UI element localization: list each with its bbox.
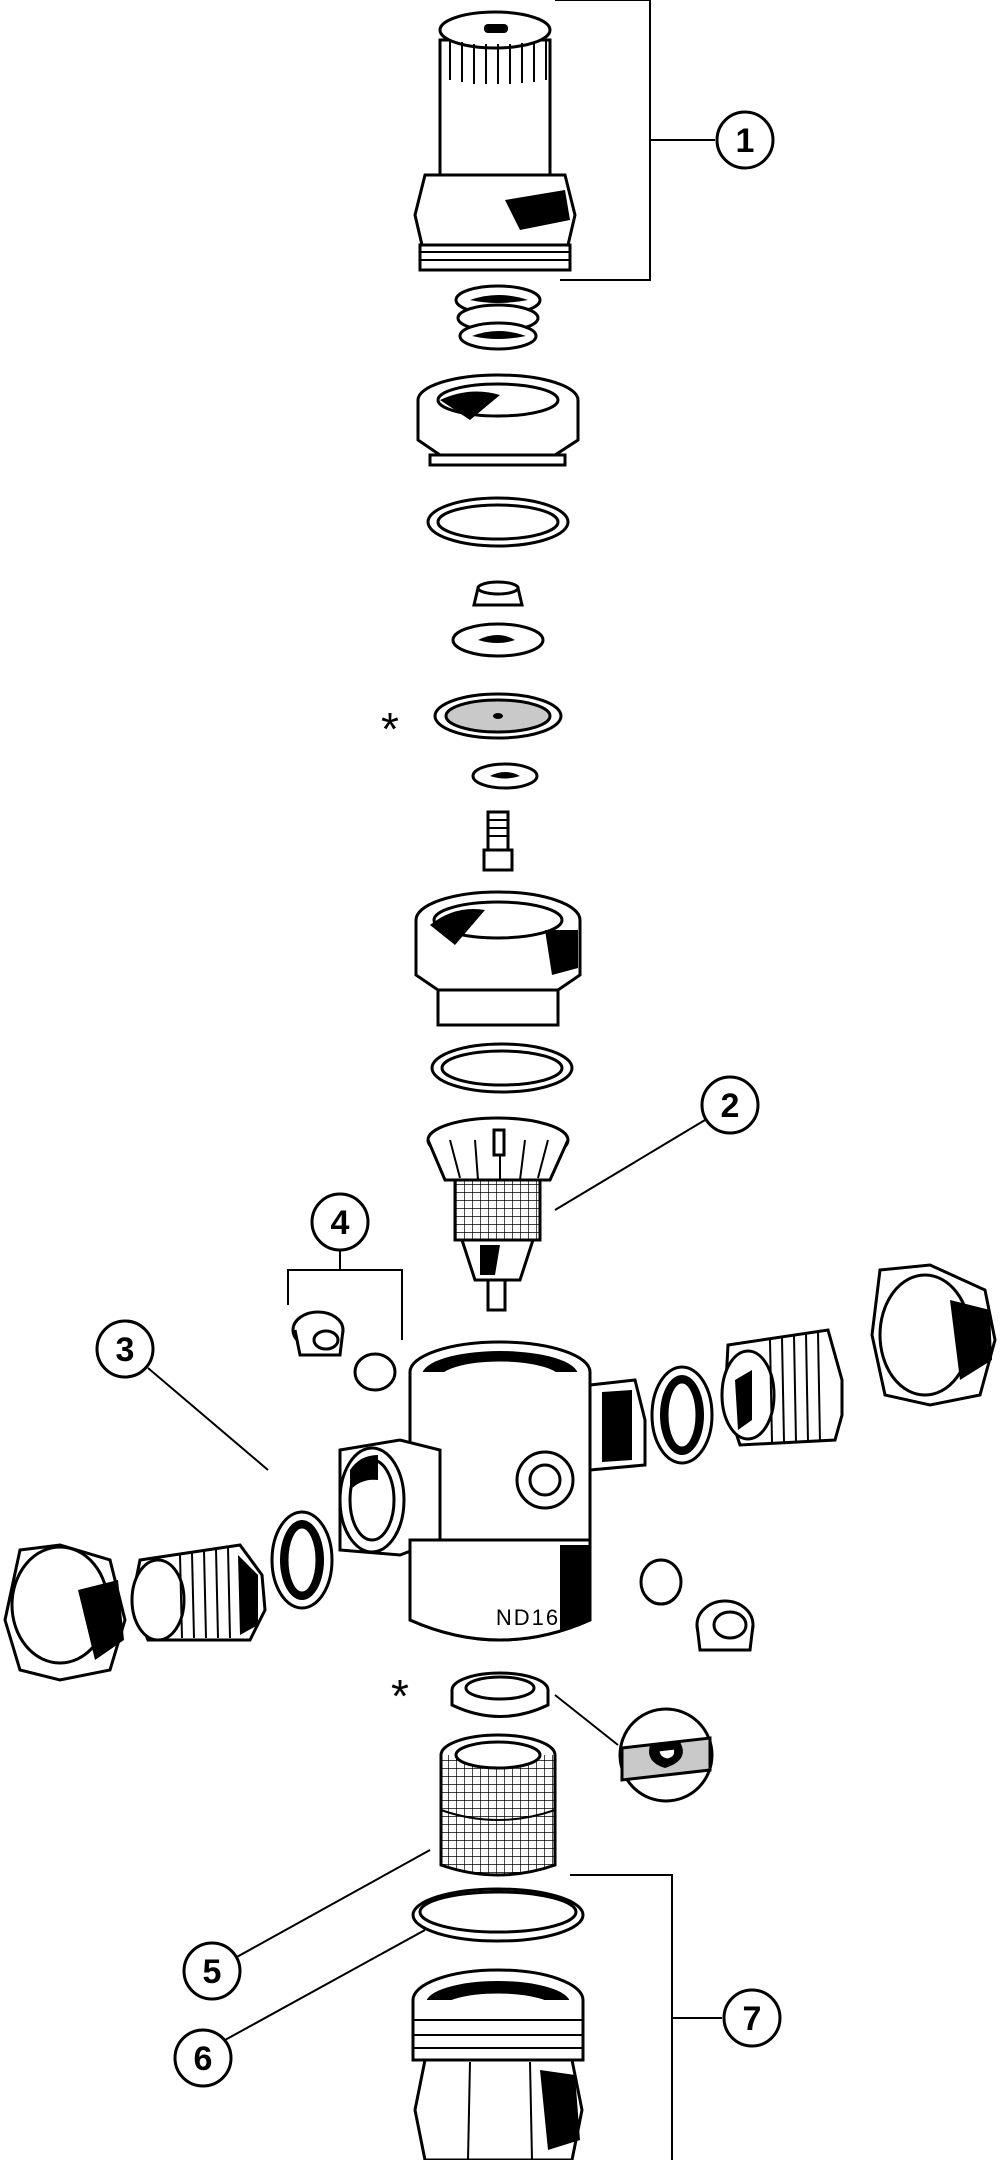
bracket-4 bbox=[287, 1250, 403, 1340]
svg-text:5: 5 bbox=[203, 1953, 222, 1991]
leader-5 bbox=[234, 1849, 431, 1959]
bottom-oring bbox=[411, 1887, 585, 1943]
svg-text:*: * bbox=[381, 703, 399, 755]
valve-housing: ND16 bbox=[338, 1340, 647, 1642]
right-union-nut bbox=[870, 1263, 997, 1407]
callout-6: 6 bbox=[173, 2028, 233, 2088]
svg-text:6: 6 bbox=[194, 2040, 213, 2078]
svg-text:4: 4 bbox=[331, 1204, 350, 1242]
middle-union-nut bbox=[414, 890, 582, 1027]
left-union-nut bbox=[3, 1543, 127, 1682]
svg-text:1: 1 bbox=[736, 122, 755, 160]
upper-seal-ring bbox=[426, 496, 570, 548]
middle-seal-ring bbox=[430, 1042, 574, 1094]
small-nut bbox=[472, 580, 524, 607]
callout-2: 2 bbox=[700, 1075, 760, 1135]
upper-union-nut bbox=[416, 373, 580, 467]
callout-4: 4 bbox=[310, 1192, 370, 1252]
callout-7: 7 bbox=[722, 1988, 782, 2048]
lower-seal bbox=[450, 1671, 550, 1718]
bracket-1 bbox=[555, 0, 715, 281]
bonnet-cartridge bbox=[413, 10, 577, 351]
svg-text:7: 7 bbox=[743, 2000, 762, 2038]
side-plug-upper bbox=[291, 1310, 345, 1357]
svg-text:*: * bbox=[391, 1670, 409, 1722]
diaphragm bbox=[433, 692, 563, 740]
leader-2 bbox=[554, 1119, 706, 1211]
side-oring-lower bbox=[639, 1558, 683, 1606]
upper-washer bbox=[451, 622, 545, 658]
strainer-insert bbox=[426, 1116, 570, 1312]
bracket-7 bbox=[570, 1874, 722, 2160]
callout-1: 1 bbox=[715, 110, 775, 170]
side-oring-upper bbox=[353, 1352, 397, 1392]
callout-5: 5 bbox=[182, 1941, 242, 2001]
seal-detail-magnifier bbox=[554, 1694, 714, 1803]
svg-text:ND16: ND16 bbox=[496, 1605, 560, 1630]
strainer-cylinder bbox=[439, 1733, 557, 1877]
side-plug-lower bbox=[695, 1599, 755, 1652]
bottom-cap bbox=[411, 1968, 585, 2160]
lower-washer bbox=[471, 762, 539, 790]
leader-3 bbox=[147, 1367, 269, 1471]
right-tailpiece bbox=[720, 1328, 844, 1447]
asterisk-lower: * bbox=[391, 1670, 409, 1722]
callout-3: 3 bbox=[95, 1319, 155, 1379]
asterisk-upper: * bbox=[381, 703, 399, 755]
svg-text:3: 3 bbox=[116, 1331, 135, 1369]
left-tailpiece bbox=[130, 1543, 267, 1642]
right-seal-ring bbox=[650, 1365, 714, 1465]
left-seal-ring bbox=[270, 1510, 334, 1610]
svg-text:2: 2 bbox=[721, 1087, 740, 1125]
leader-6 bbox=[224, 1929, 426, 2041]
valve-stem bbox=[482, 810, 514, 872]
